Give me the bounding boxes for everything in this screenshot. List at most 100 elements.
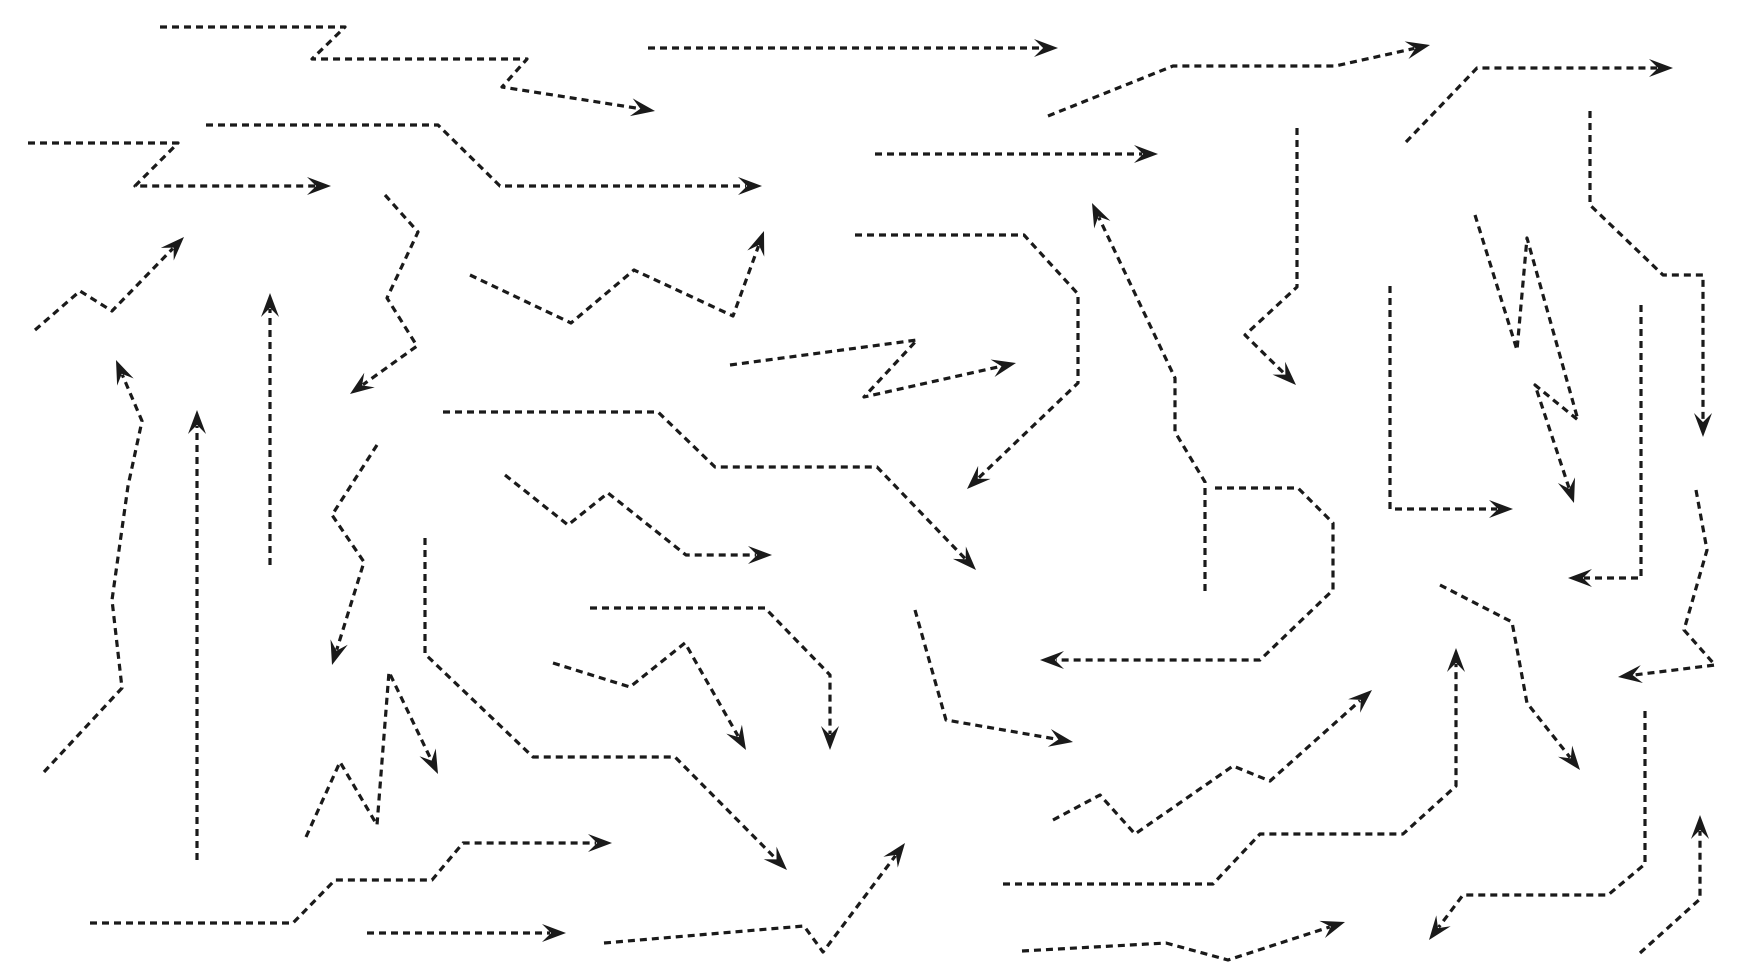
dashed-arrow-shaft <box>423 538 777 860</box>
dashed-arrow-shaft <box>1097 216 1207 591</box>
dashed-arrow-shaft <box>590 606 832 734</box>
dashed-arrow-shaft <box>304 670 433 838</box>
arrowhead-icon <box>763 846 787 870</box>
dashed-arrow-icon <box>1429 711 1647 940</box>
dashed-arrow-shaft <box>1633 489 1717 677</box>
arrowhead-icon <box>967 465 991 489</box>
dashed-arrow-icon <box>367 924 566 942</box>
arrowhead-icon <box>330 639 348 665</box>
arrowhead-icon <box>1348 690 1372 713</box>
dashed-arrow-icon <box>729 338 1016 399</box>
arrowhead-icon <box>1447 648 1465 672</box>
dashed-arrow-icon <box>648 39 1058 57</box>
dashed-arrow-shaft <box>1052 699 1362 836</box>
dashed-arrow-shaft <box>469 245 761 325</box>
dashed-arrow-icon <box>42 360 144 774</box>
dashed-arrow-shaft <box>1021 925 1331 962</box>
dashed-arrow-icon <box>603 843 905 954</box>
arrowhead-icon <box>1691 815 1709 839</box>
arrowhead-icon <box>1557 477 1576 503</box>
arrowhead-icon <box>1034 39 1058 57</box>
arrow-group <box>28 25 1717 962</box>
dashed-arrow-icon <box>1047 41 1430 118</box>
dashed-arrow-shaft <box>1584 305 1643 580</box>
dashed-arrow-icon <box>261 293 279 565</box>
arrowhead-icon <box>1404 41 1430 59</box>
dashed-arrow-icon <box>1040 486 1335 669</box>
dashed-arrow-icon <box>1473 214 1580 503</box>
dashed-arrow-shaft <box>1404 66 1657 144</box>
dashed-arrow-shaft <box>913 609 1058 741</box>
dashed-arrow-shaft <box>1243 128 1299 375</box>
dashed-arrow-shaft <box>1437 711 1647 929</box>
dashed-arrow-shaft <box>1388 286 1497 511</box>
dashed-arrow-icon <box>913 609 1073 747</box>
dashed-arrow-icon <box>1092 203 1207 591</box>
arrowhead-icon <box>821 726 839 750</box>
dashed-arrow-shaft <box>855 233 1080 480</box>
arrowhead-icon <box>952 546 976 570</box>
dashed-arrow-icon <box>33 237 184 332</box>
dashed-arrow-icon <box>504 473 772 564</box>
arrowhead-icon <box>1618 665 1643 683</box>
dashed-arrow-shaft <box>362 193 420 386</box>
arrowhead-icon <box>588 834 612 852</box>
dashed-arrow-icon <box>875 145 1158 163</box>
arrowhead-icon <box>1694 413 1712 437</box>
dashed-arrow-icon <box>855 233 1080 489</box>
arrowhead-icon <box>883 843 905 868</box>
dashed-arrow-icon <box>1243 128 1299 385</box>
dashed-arrow-shaft <box>42 374 144 774</box>
dashed-arrow-shaft <box>28 141 315 188</box>
arrowhead-icon <box>1047 729 1073 747</box>
arrowhead-icon <box>726 724 746 750</box>
arrowhead-icon <box>1092 203 1111 229</box>
dashed-arrow-shaft <box>1473 214 1580 489</box>
dashed-arrow-icon <box>1618 489 1717 683</box>
dashed-arrow-shaft <box>160 25 640 111</box>
dashed-arrow-shaft <box>1056 486 1335 662</box>
dashed-arrow-icon <box>1404 59 1673 144</box>
arrowhead-icon <box>1319 920 1345 938</box>
dashed-arrow-icon <box>1052 690 1372 836</box>
arrowhead-icon <box>1134 145 1158 163</box>
dashed-arrow-icon <box>1388 286 1513 518</box>
dashed-arrow-shaft <box>552 641 740 737</box>
dashed-arrow-icon <box>1588 111 1712 437</box>
dashed-arrow-shaft <box>443 410 967 560</box>
arrowhead-icon <box>1568 569 1592 587</box>
dashed-arrow-icon <box>469 231 765 325</box>
dashed-arrow-shaft <box>603 854 897 954</box>
dashed-arrow-shaft <box>1047 46 1415 118</box>
dashed-arrow-icon <box>1638 815 1709 955</box>
arrowhead-icon <box>629 98 655 117</box>
arrowhead-icon <box>990 359 1016 378</box>
dashed-arrow-icon <box>304 670 438 838</box>
dashed-arrow-shaft <box>1439 583 1572 759</box>
dashed-arrow-shaft <box>1638 831 1702 955</box>
dashed-arrow-shaft <box>504 473 756 557</box>
arrowhead-icon <box>307 177 331 195</box>
dashed-arrow-shaft <box>729 338 1001 399</box>
dashed-arrow-icon <box>1003 648 1465 886</box>
dashed-arrow-icon <box>350 193 420 394</box>
dashed-arrow-shaft <box>90 841 596 925</box>
arrowhead-icon <box>350 372 375 394</box>
dashed-arrow-icon <box>28 141 331 195</box>
arrowhead-icon <box>188 410 206 434</box>
arrowhead-icon <box>1040 651 1064 669</box>
arrowhead-icon <box>419 748 438 774</box>
arrowhead-icon <box>116 360 134 386</box>
arrowhead-icon <box>738 177 762 195</box>
arrowhead-icon <box>1558 745 1580 770</box>
dashed-arrow-icon <box>552 641 746 750</box>
arrowhead-icon <box>747 231 765 257</box>
dashed-arrow-icon <box>160 25 655 117</box>
dashed-arrow-icon <box>188 410 206 860</box>
dashed-arrow-icon <box>1021 920 1345 962</box>
arrowhead-icon <box>160 237 184 261</box>
arrowhead-icon <box>1429 915 1451 940</box>
arrowhead-icon <box>542 924 566 942</box>
dashed-arrow-shaft <box>33 247 174 332</box>
